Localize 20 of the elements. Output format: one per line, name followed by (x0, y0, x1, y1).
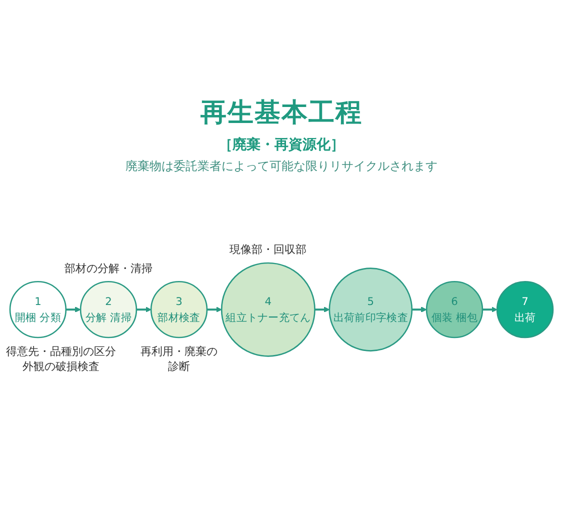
description-text: 廃棄物は委託業者によって可能な限りリサイクルされます (126, 158, 438, 175)
node-circle: 4 組立トナー充てん (220, 262, 316, 358)
node-circle: 5 出荷前印字検査 (328, 268, 413, 352)
arrow (412, 307, 427, 313)
step-note: 得意先・品種別の区分外観の破損検査 (5, 344, 117, 374)
node-circle: 7 出荷 (496, 281, 554, 339)
node-circle: 6 個装 梱包 (426, 281, 484, 339)
arrow (482, 307, 498, 313)
diagram-title: 再生基本工程 (200, 97, 362, 130)
node-circle: 2 分解 清掃 (80, 281, 138, 339)
arrow (314, 307, 330, 313)
step-note: 現像部・回収部 (228, 242, 308, 258)
node-circle: 3 部材検査 (150, 281, 208, 339)
arrow (206, 307, 222, 313)
step-note: 再利用・廃棄の診断 (140, 344, 219, 374)
arrow (136, 307, 152, 313)
subtitle: ［廃棄・再資源化］ (218, 136, 344, 154)
node-circle: 1 開梱 分類 (9, 281, 67, 339)
step-note: 部材の分解・清掃 (63, 261, 154, 276)
arrow (66, 307, 81, 313)
